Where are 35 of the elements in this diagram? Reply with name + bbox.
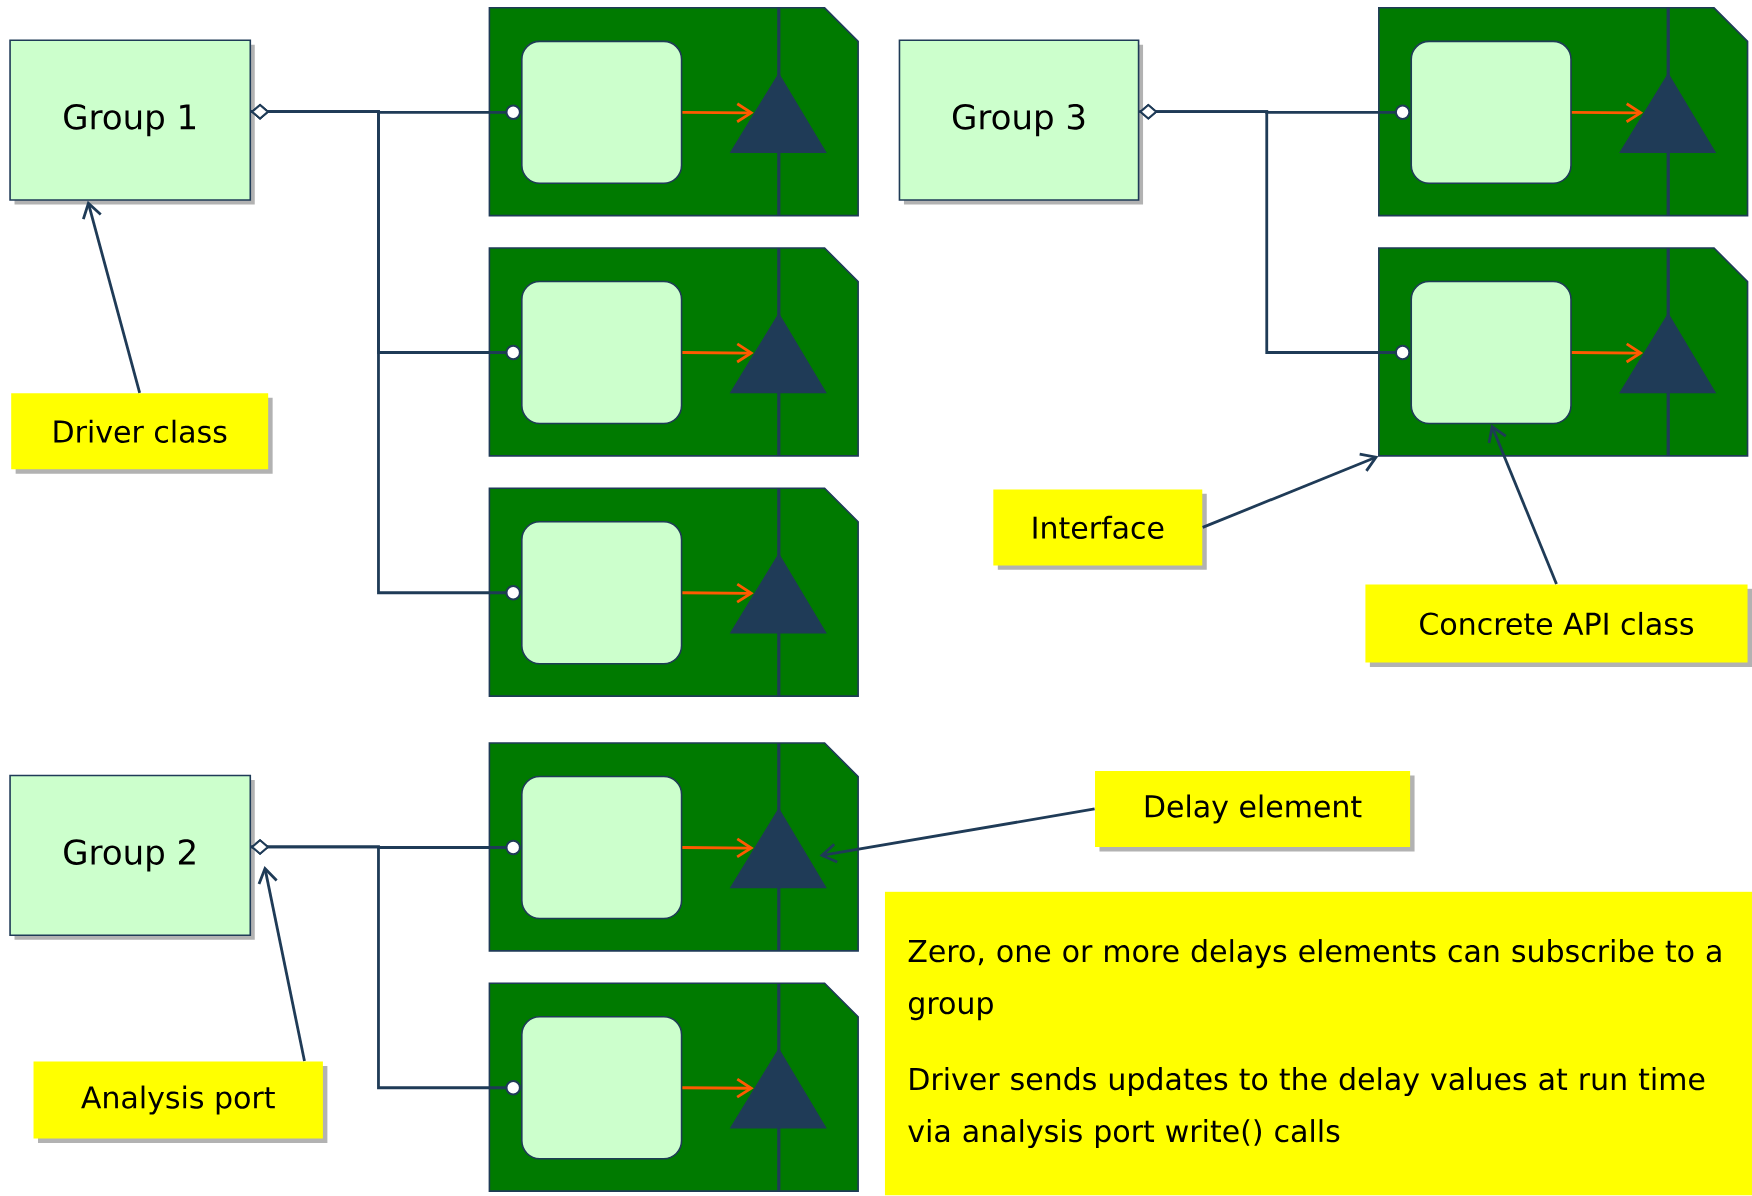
component-box — [1410, 40, 1572, 185]
callout-label: Interface — [993, 489, 1207, 571]
callout-label: Delay element — [1095, 771, 1415, 852]
delay-triangle — [729, 808, 827, 889]
arrow — [682, 102, 754, 124]
group-box: Group 2 — [9, 774, 255, 940]
arrow — [682, 343, 754, 364]
component-box — [521, 521, 683, 665]
group-box: Group 1 — [9, 39, 255, 205]
arrow — [682, 1078, 754, 1099]
delay-triangle — [1619, 72, 1717, 154]
arrow — [682, 583, 754, 604]
leader-arrow — [1487, 424, 1558, 585]
delay-triangle — [729, 72, 827, 154]
arrow — [1571, 343, 1644, 364]
component-box — [521, 281, 683, 425]
leader-arrow — [1202, 453, 1379, 529]
component-box — [521, 1016, 683, 1160]
delay-triangle — [729, 553, 827, 634]
leader-arrow — [82, 201, 142, 394]
delay-triangle — [1619, 313, 1717, 394]
note-box: Zero, one or more delays elements can subscribe to a group Driver sends updates to the delay values at run time via analysis port write() calls — [884, 891, 1752, 1196]
component-box — [1410, 281, 1572, 425]
leader-arrow — [257, 866, 306, 1062]
delay-triangle — [729, 1048, 827, 1129]
callout-label: Driver class — [11, 393, 273, 474]
component-box — [521, 775, 683, 920]
delay-triangle — [729, 313, 827, 394]
group-box: Group 3 — [898, 39, 1144, 205]
arrow — [1571, 102, 1644, 124]
callout-label: Analysis port — [33, 1061, 328, 1144]
leader-arrow — [819, 807, 1095, 864]
component-box — [521, 40, 683, 185]
callout-label: Concrete API class — [1365, 584, 1752, 668]
arrow — [682, 837, 754, 859]
